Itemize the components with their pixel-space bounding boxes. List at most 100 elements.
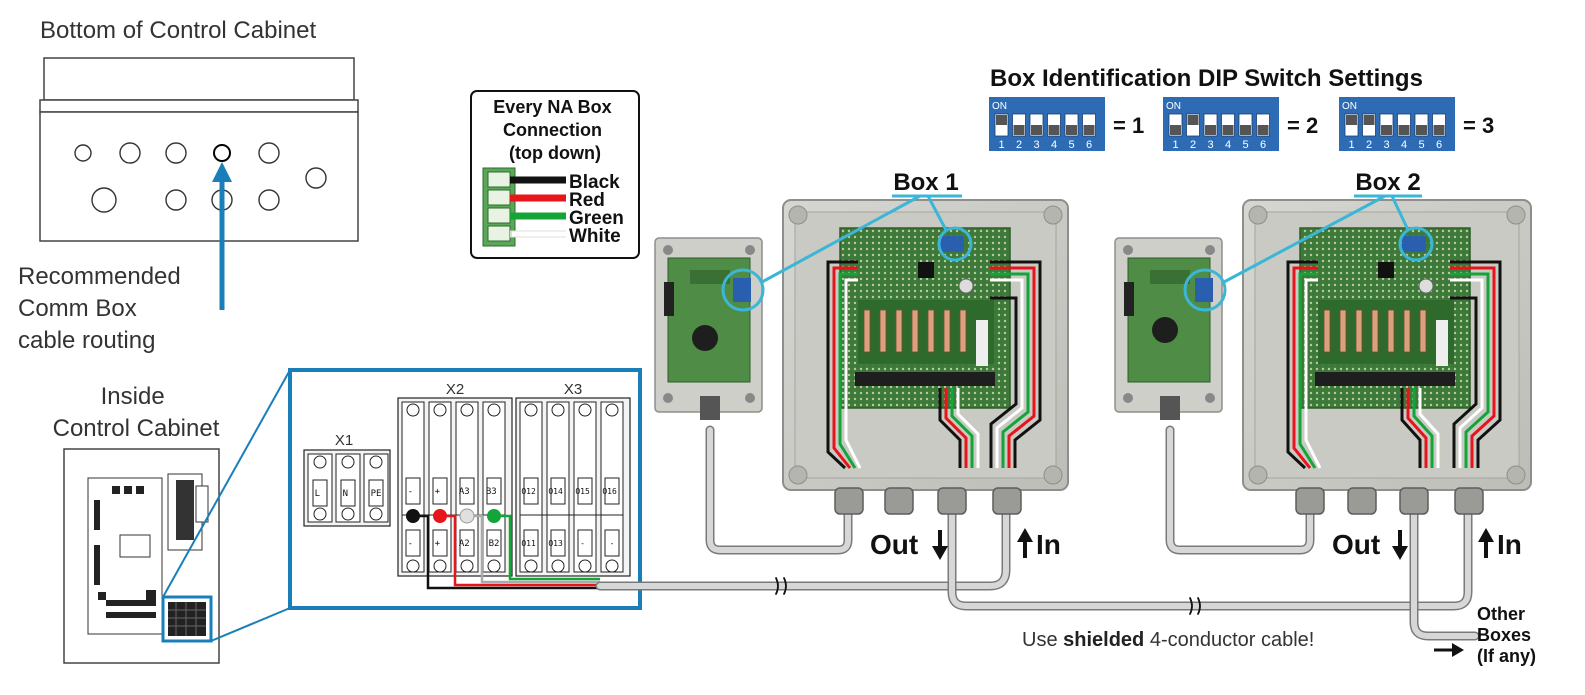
cabinet-bottom: Bottom of Control Cabinet Recommended Co… [18,17,359,354]
box2-comm-dip-highlight [1183,268,1227,312]
dip-number-1: 1 [1348,139,1354,151]
box2-in-label: In [1497,529,1522,560]
box2-internal-wires [1286,260,1502,470]
dip-toggle-knob-1 [1346,115,1357,125]
box1-internal-wires [826,260,1042,470]
dip-number-3: 3 [1207,139,1213,151]
cable-gland-holes [74,142,327,213]
legend-green-label: Green [569,208,624,229]
other-boxes-arrow [1434,643,1464,657]
box2-out-label: Out [1332,529,1380,560]
dip-number-6: 6 [1086,139,1092,151]
other-boxes-line-3: (If any) [1477,646,1536,666]
dip-on-label: ON [1342,101,1357,112]
green-wire-dot [487,509,501,523]
x2-bottom-terminal-1: - [408,539,413,549]
box2-label: Box 2 [1355,169,1420,196]
dip-on-label: ON [992,101,1007,112]
dip-number-4: 4 [1401,139,1407,151]
dip-switch-settings: Box Identification DIP Switch Settings O… [989,65,1494,151]
cables [595,425,1480,641]
box-1: Box 1 Out In [654,169,1069,560]
x2-bottom-terminal-4: B2 [489,539,500,549]
cabinet-bottom-title: Bottom of Control Cabinet [40,17,316,44]
x3-block: O12 O14 O15 O16 O11 O13 - - [515,397,631,577]
dip-toggle-knob-6 [1257,125,1269,135]
x3-bottom-terminal-2: O13 [548,539,563,548]
box2-pcb-dip-highlight [1398,226,1434,262]
dip-number-1: 1 [1172,139,1178,151]
cabinet-inside: Inside Control Cabinet [53,369,291,664]
svg-text:L N PE: L N PE [315,489,382,499]
dip-title: Box Identification DIP Switch Settings [990,65,1423,92]
dip-toggle-knob-2 [1013,125,1025,135]
dip-toggle-knob-3 [1031,125,1042,135]
dip-toggle-knob-1 [1170,125,1181,135]
na-box-legend: Every NA Box Connection (top down) Black… [470,90,640,259]
box2-to-other-boxes-cable [1409,505,1480,641]
dip-toggle-knob-6 [1083,125,1095,135]
x2-top-terminal-2: + [435,487,441,497]
x3-top-terminal-4: O16 [602,487,617,496]
box1-comm-cable [705,425,853,555]
dip-toggle-knob-5 [1240,125,1251,135]
dip-toggle-knob-3 [1381,125,1392,135]
box1-in-label: In [1036,529,1061,560]
x1-block: L N PE [303,449,391,527]
dip-value-label: = 3 [1463,113,1494,138]
box2-in-arrow [1478,528,1494,558]
legend-red-label: Red [569,190,605,211]
dip-number-2: 2 [1190,139,1196,151]
dip-number-5: 5 [1242,139,1248,151]
box1-comm-module [654,237,763,420]
svg-text:Other Boxes (If an: Other Boxes (If any) [1477,604,1536,666]
pcb-components [94,486,156,618]
dip-number-5: 5 [1418,139,1424,151]
box2-comm-module [1114,237,1223,420]
dip-toggle-knob-5 [1416,125,1427,135]
svg-text:- + A3: - + A3 B3 - + A2 B2 [408,487,503,549]
box1-pcb-dip-highlight [937,226,973,262]
dip-value-label: = 1 [1113,113,1144,138]
cabinet-to-box1-cable [595,505,1011,591]
box2-cable-glands [1295,487,1484,515]
dip-number-4: 4 [1051,139,1057,151]
box1-comm-dip-highlight [721,268,765,312]
dip-toggle-knob-2 [1363,115,1375,125]
legend-title: Every NA Box Connection (top down) [493,97,616,163]
dip-number-1: 1 [998,139,1004,151]
x3-label: X3 [564,381,582,398]
svg-text:O12 O14 O15: O12 O14 O15 O16 O11 O13 - - [521,487,621,548]
cable-note: Use shielded 4-conductor cable! [1022,629,1314,651]
white-wire-dot [459,508,475,524]
x2-bottom-terminal-2: + [435,539,441,549]
dip-toggle-knob-4 [1222,125,1234,135]
dip-toggle-knob-6 [1433,125,1445,135]
box2-out-arrow [1392,530,1408,560]
x1-terminal-pe: PE [371,489,382,499]
legend-wires [510,176,566,238]
dip-number-2: 2 [1366,139,1372,151]
terminal-strip-zoom: X1 L N PE X2 [288,368,642,610]
dip-number-6: 6 [1436,139,1442,151]
x3-top-terminal-1: O12 [521,487,536,496]
red-wire-dot [433,509,447,523]
box1-in-arrow [1017,528,1033,558]
box1-out-arrow [932,530,948,560]
black-wire-dot [406,509,420,523]
x2-top-terminal-3: A3 [459,487,470,497]
box1-label: Box 1 [893,169,958,196]
dip-toggle-knob-3 [1205,125,1216,135]
legend-white-label: White [569,226,621,247]
dip-number-3: 3 [1383,139,1389,151]
x3-top-terminal-3: O15 [575,487,590,496]
cabinet-inside-title: Inside Control Cabinet [53,383,220,442]
routing-note: Recommended Comm Box cable routing [18,263,187,354]
cable-break-marks [775,577,1201,615]
dip-number-4: 4 [1225,139,1231,151]
x1-terminal-n: N [343,489,348,499]
other-boxes: Other Boxes (If any) [1434,604,1536,666]
